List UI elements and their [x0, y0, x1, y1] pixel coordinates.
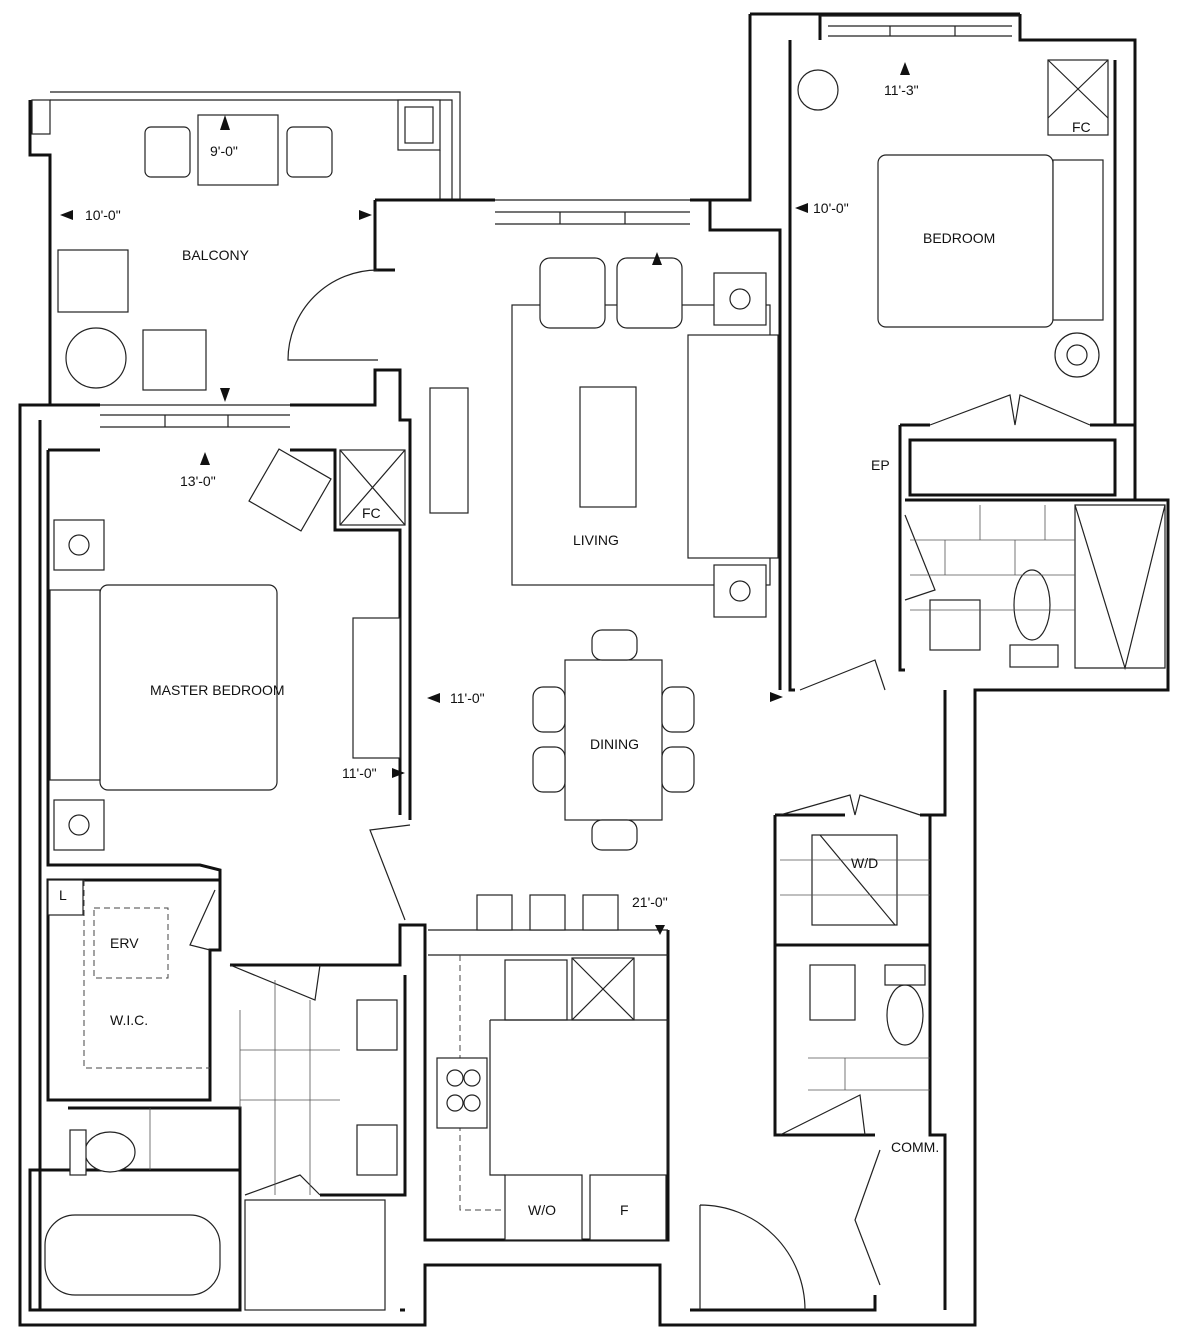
balcony-post: [31, 99, 51, 135]
balcony-label: BALCONY: [182, 247, 250, 263]
fridge-label: F: [620, 1202, 629, 1218]
laundry-label: W/D: [851, 855, 878, 871]
master-closet-label: FC: [362, 505, 381, 521]
furniture: [44, 59, 1166, 1311]
wall-oven-label: W/O: [528, 1202, 556, 1218]
doors: [189, 269, 1091, 1311]
comm-label: COMM.: [891, 1139, 939, 1155]
bathtub: [44, 1214, 221, 1296]
interior-walls: [46, 198, 1168, 1312]
linen-label: L: [59, 887, 67, 903]
dresser: [352, 617, 401, 759]
bedroom-depth-dim: 10'-0": [813, 200, 849, 216]
outer-walls: [18, 12, 1170, 1327]
dining-table: [564, 659, 663, 821]
dimension-arrows: [60, 62, 910, 935]
tv-console: [429, 387, 469, 514]
bedroom-label: BEDROOM: [923, 230, 995, 246]
kitchen-dim: 21'-0": [632, 894, 668, 910]
dining-label: DINING: [590, 736, 639, 752]
living-label: LIVING: [573, 532, 619, 548]
master-bedroom-width-dim: 13'-0": [180, 473, 216, 489]
dining-dim: 11'-0": [450, 690, 485, 706]
sofa: [687, 334, 779, 559]
bedroom-closet-label: FC: [1072, 119, 1091, 135]
balcony-railing: [31, 91, 461, 200]
ep-label: EP: [871, 457, 890, 473]
coffee-table: [579, 386, 637, 508]
bedroom-width-dim: 11'-3": [884, 82, 919, 98]
balcony-table: [197, 114, 279, 186]
room-labels: BALCONY 9'-0" 10'-0" LIVING DINING 11'-0…: [59, 82, 1091, 1218]
erv-label: ERV: [110, 935, 139, 951]
balcony-width-dim: 9'-0": [210, 143, 238, 159]
master-bedroom-label: MASTER BEDROOM: [150, 682, 285, 698]
balcony-depth-dim: 10'-0": [85, 207, 121, 223]
windows: [100, 15, 1020, 428]
wic-label: W.I.C.: [110, 1012, 148, 1028]
master-bedroom-depth-dim: 11'-0": [342, 765, 377, 781]
